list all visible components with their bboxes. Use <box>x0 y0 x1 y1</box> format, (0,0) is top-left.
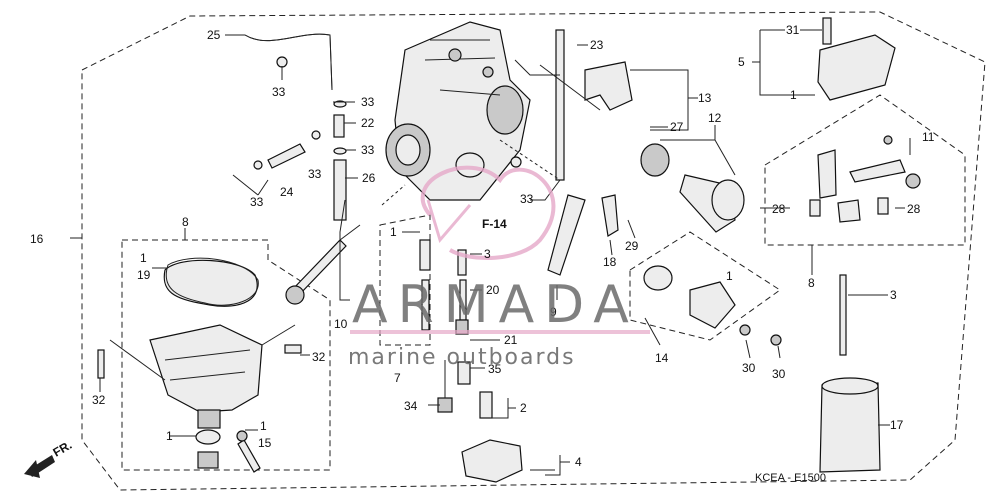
callout-14: 14 <box>655 351 669 365</box>
callout-15: 15 <box>258 436 272 450</box>
bracket-18 <box>601 194 619 237</box>
callout-1: 1 <box>166 429 173 443</box>
callout-33: 33 <box>272 85 286 99</box>
screw-15 <box>237 439 261 473</box>
plate-9 <box>547 194 586 276</box>
float-valve-2 <box>479 391 493 419</box>
float-4 <box>461 439 523 483</box>
o-ring <box>195 429 221 445</box>
callout-33: 33 <box>308 167 322 181</box>
jet-needle-3 <box>839 274 847 356</box>
callout-20: 20 <box>486 283 500 297</box>
callout-28: 28 <box>772 202 786 216</box>
callout-7: 7 <box>394 371 401 385</box>
callout-3: 3 <box>484 247 491 261</box>
watermark-logo <box>350 165 650 334</box>
callout-2: 2 <box>520 401 527 415</box>
screw-32-left <box>97 349 105 379</box>
piston-sleeve-17 <box>819 382 881 473</box>
jet-35 <box>457 361 471 385</box>
drain-plug <box>197 451 219 469</box>
callout-29: 29 <box>625 239 639 253</box>
reference-line-b <box>381 184 406 206</box>
front-arrow-icon <box>24 455 55 478</box>
callout-9: 9 <box>550 305 557 319</box>
screw-31 <box>822 17 832 45</box>
f-14-label: F-14 <box>482 217 507 231</box>
throttle-link-frame <box>764 94 966 246</box>
throttle-link-parts <box>809 135 921 223</box>
accel-pump-14 <box>643 265 782 346</box>
callout-28: 28 <box>907 202 921 216</box>
callout-1: 1 <box>390 225 397 239</box>
callout-3: 3 <box>890 288 897 302</box>
top-cover-5 <box>817 34 896 101</box>
fr-label: FR. <box>51 438 75 460</box>
callout-8: 8 <box>808 276 815 290</box>
callout-26: 26 <box>362 171 376 185</box>
callout-33: 33 <box>361 95 375 109</box>
callout-32: 32 <box>312 350 326 364</box>
callout-23: 23 <box>590 38 604 52</box>
float-chamber <box>149 259 263 429</box>
callout-labels: 25 33 33 22 33 33 26 24 33 23 13 12 27 3… <box>30 23 935 484</box>
callout-11: 11 <box>922 130 935 144</box>
leader-lines <box>70 29 911 476</box>
hose-24 <box>267 143 306 169</box>
reference-line-a <box>499 139 561 181</box>
callout-4: 4 <box>575 455 582 469</box>
callout-32: 32 <box>92 393 106 407</box>
callout-10: 10 <box>334 317 348 331</box>
callout-33: 33 <box>520 192 534 206</box>
callout-19: 19 <box>137 268 151 282</box>
clips-33 <box>253 56 522 170</box>
callout-25: 25 <box>207 28 221 42</box>
callout-27: 27 <box>670 120 684 134</box>
watermark-tagline: marine outboards <box>348 345 576 370</box>
tube-23 <box>555 29 565 181</box>
callout-17: 17 <box>890 418 904 432</box>
callout-8: 8 <box>182 215 189 229</box>
callout-1: 1 <box>790 88 797 102</box>
callout-34: 34 <box>404 399 418 413</box>
hose-25 <box>244 33 333 91</box>
float-chamber-frame <box>121 239 331 471</box>
callout-30: 30 <box>742 361 756 375</box>
callout-30: 30 <box>772 367 786 381</box>
accel-pump-frame <box>629 231 781 341</box>
screw-32-right <box>284 344 302 354</box>
callout-5: 5 <box>738 55 745 69</box>
jet-34 <box>437 397 453 413</box>
throttle-drum-12 <box>640 143 745 233</box>
fitting-22 <box>333 114 345 138</box>
outer-enclosure-frame <box>81 11 986 491</box>
callout-13: 13 <box>698 91 712 105</box>
jet-group-frame <box>379 214 431 346</box>
watermark-brand: ARMADA <box>352 275 639 335</box>
bracket-13 <box>584 61 633 111</box>
callout-16: 16 <box>30 232 44 246</box>
callout-33: 33 <box>250 195 264 209</box>
callout-33: 33 <box>361 143 375 157</box>
tube-26 <box>333 159 347 221</box>
callout-24: 24 <box>280 185 294 199</box>
diagram-code: KCEA - E1500 <box>755 472 826 484</box>
callout-18: 18 <box>603 255 617 269</box>
callout-12: 12 <box>708 111 722 125</box>
callout-1: 1 <box>260 419 267 433</box>
callout-21: 21 <box>504 333 518 347</box>
callout-1: 1 <box>140 251 147 265</box>
pilot-screw-10 <box>285 224 361 305</box>
callout-1: 1 <box>726 269 733 283</box>
callout-35: 35 <box>488 362 502 376</box>
callout-31: 31 <box>786 23 800 37</box>
callout-22: 22 <box>361 116 375 130</box>
gasket-19 <box>165 257 259 306</box>
carburetor-body <box>385 21 531 201</box>
